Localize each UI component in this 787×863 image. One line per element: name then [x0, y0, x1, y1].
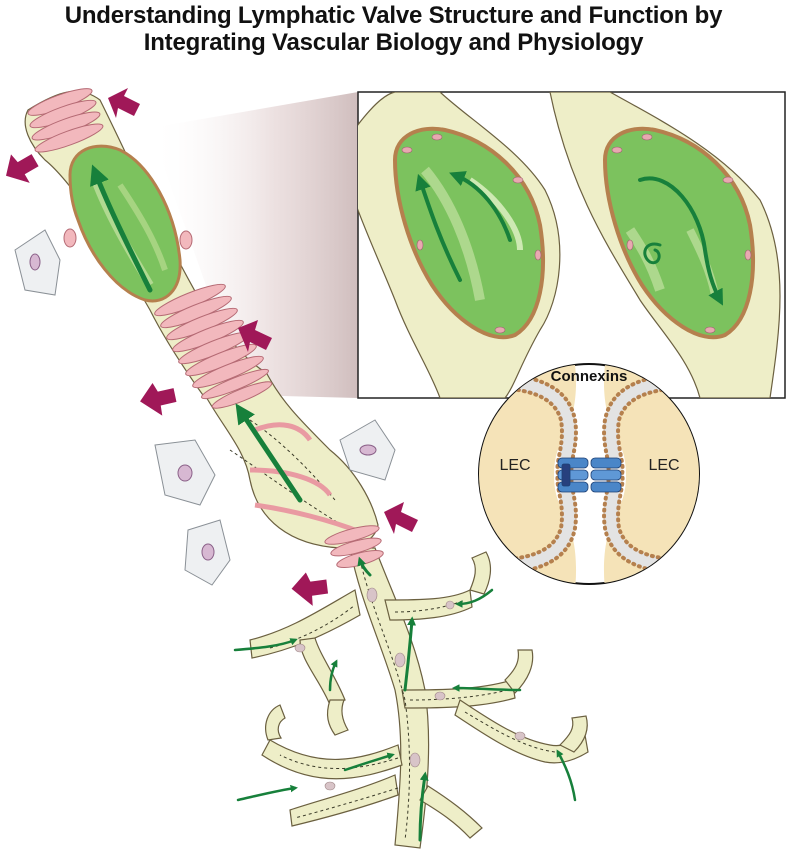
- title-line-1: Understanding Lymphatic Valve Structure …: [64, 2, 723, 29]
- endothelial-nuclei: [294, 587, 526, 791]
- interstitial-cells: [14, 229, 396, 586]
- connexins-label: Connexins: [551, 368, 628, 385]
- diagram-title: Understanding Lymphatic Valve Structure …: [0, 2, 787, 56]
- left-lec-label: LEC: [499, 457, 530, 474]
- valve-inset-panel: [357, 91, 786, 399]
- smooth-muscle-cells: [27, 88, 384, 568]
- title-line-2: Integrating Vascular Biology and Physiol…: [143, 29, 644, 56]
- collecting-vessel: [24, 88, 589, 849]
- lymphatic-valve: [68, 144, 182, 303]
- lymph-flow-arrows: [90, 164, 577, 842]
- right-lec-label: LEC: [648, 457, 679, 474]
- magnification-beam: [150, 92, 358, 398]
- connexin-channels: [557, 457, 622, 493]
- initial-lymphatic-network: [249, 547, 589, 849]
- pressure-arrows: [6, 88, 418, 606]
